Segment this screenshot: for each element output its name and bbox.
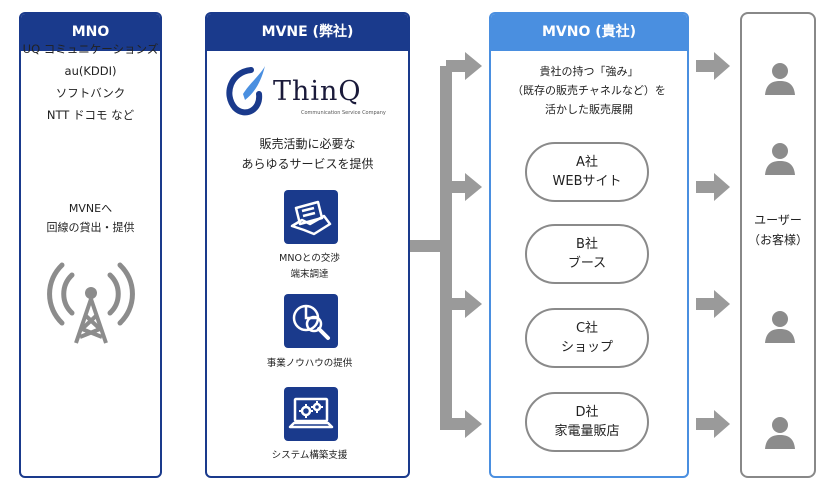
person-icon (765, 417, 795, 449)
mno-carrier-list: UQ コミュニケーションズ au(KDDI) ソフトバンク NTT ドコモ など (21, 38, 160, 126)
mno-service-text: MVNEへ 回線の貸出・提供 (21, 199, 160, 237)
carrier-item: UQ コミュニケーションズ (22, 42, 159, 56)
branch-arrow-4 (446, 410, 482, 438)
channel-line: 家電量販店 (554, 424, 620, 439)
user-arrow-2 (696, 173, 730, 201)
mno-header: MNO (21, 14, 160, 51)
laptop-gears-icon (288, 397, 334, 429)
channel-line: WEBサイト (552, 174, 622, 189)
channel-line: A社 (576, 155, 598, 170)
users-label-line: （お客様） (747, 233, 808, 247)
thinq-logo-mark (226, 66, 265, 116)
user-arrow-1 (696, 52, 730, 80)
channel-line: B社 (576, 237, 598, 252)
pie-chart-magnifier-icon (292, 304, 330, 340)
service-line: MNOとの交渉 (279, 253, 340, 264)
service-label-negotiation: MNOとの交渉 端末調達 (207, 251, 408, 283)
branch-arrow-1 (446, 52, 482, 80)
person-icon (765, 311, 795, 343)
service-tile-knowhow (284, 294, 338, 348)
user-arrow-3 (696, 290, 730, 318)
user-arrow-4 (696, 410, 730, 438)
person-icon (765, 143, 795, 175)
service-label-knowhow: 事業ノウハウの提供 (207, 356, 408, 372)
service-tile-system (284, 387, 338, 441)
channel-line: D社 (575, 405, 599, 420)
mno-service-line: 回線の貸出・提供 (46, 221, 135, 234)
service-line: システム構築支援 (271, 450, 348, 461)
mvne-header: MVNE (弊社) (207, 14, 408, 51)
mvne-column: MVNE (弊社) ThinQ Communication Service Co… (205, 12, 410, 478)
antenna-tower-icon (47, 262, 135, 344)
mno-service-line: MVNEへ (68, 202, 113, 215)
carrier-item: au(KDDI) (64, 64, 117, 78)
users-column: ユーザー （お客様） (740, 12, 816, 478)
channel-a-web: A社 WEBサイト (525, 142, 649, 202)
mvno-description: 貴社の持つ「強み」 （既存の販売チャネルなど）を 活かした販売展開 (491, 62, 687, 119)
mno-column: MNO UQ コミュニケーションズ au(KDDI) ソフトバンク NTT ドコ… (19, 12, 162, 478)
arrows-mvno-to-users (696, 52, 730, 438)
mvne-description: 販売活動に必要な あらゆるサービスを提供 (207, 134, 408, 174)
branch-arrows-mvne-to-mvno (410, 52, 482, 438)
mvne-desc-line: あらゆるサービスを提供 (241, 157, 374, 171)
thinq-logo-tagline: Communication Service Company (301, 110, 386, 116)
handshake-document-icon (290, 200, 332, 236)
carrier-item: ソフトバンク (55, 86, 126, 100)
service-label-system: システム構築支援 (207, 448, 408, 464)
mvno-desc-line: （既存の販売チャネルなど）を (512, 84, 666, 97)
channel-b-booth: B社 ブース (525, 224, 649, 284)
channel-c-shop: C社 ショップ (525, 308, 649, 368)
service-line: 事業ノウハウの提供 (266, 358, 353, 369)
channel-d-electronics: D社 家電量販店 (525, 392, 649, 452)
service-tile-negotiation (284, 190, 338, 244)
mvne-desc-line: 販売活動に必要な (259, 137, 356, 151)
service-line: 端末調達 (290, 269, 329, 280)
channel-line: ブース (567, 256, 607, 271)
thinq-logo-text: ThinQ (273, 76, 362, 107)
branch-arrow-3 (446, 290, 482, 318)
mvno-header: MVNO (貴社) (491, 14, 687, 51)
branch-arrow-2 (446, 173, 482, 201)
mvno-column: MVNO (貴社) 貴社の持つ「強み」 （既存の販売チャネルなど）を 活かした販… (489, 12, 689, 478)
channel-line: ショップ (560, 340, 613, 355)
mvno-desc-line: 活かした販売展開 (545, 103, 633, 116)
users-label: ユーザー （お客様） (742, 210, 814, 250)
mvno-desc-line: 貴社の持つ「強み」 (539, 65, 639, 78)
person-icon (765, 63, 795, 95)
users-label-line: ユーザー (754, 213, 802, 227)
carrier-item: NTT ドコモ など (46, 108, 135, 122)
channel-line: C社 (575, 321, 599, 336)
